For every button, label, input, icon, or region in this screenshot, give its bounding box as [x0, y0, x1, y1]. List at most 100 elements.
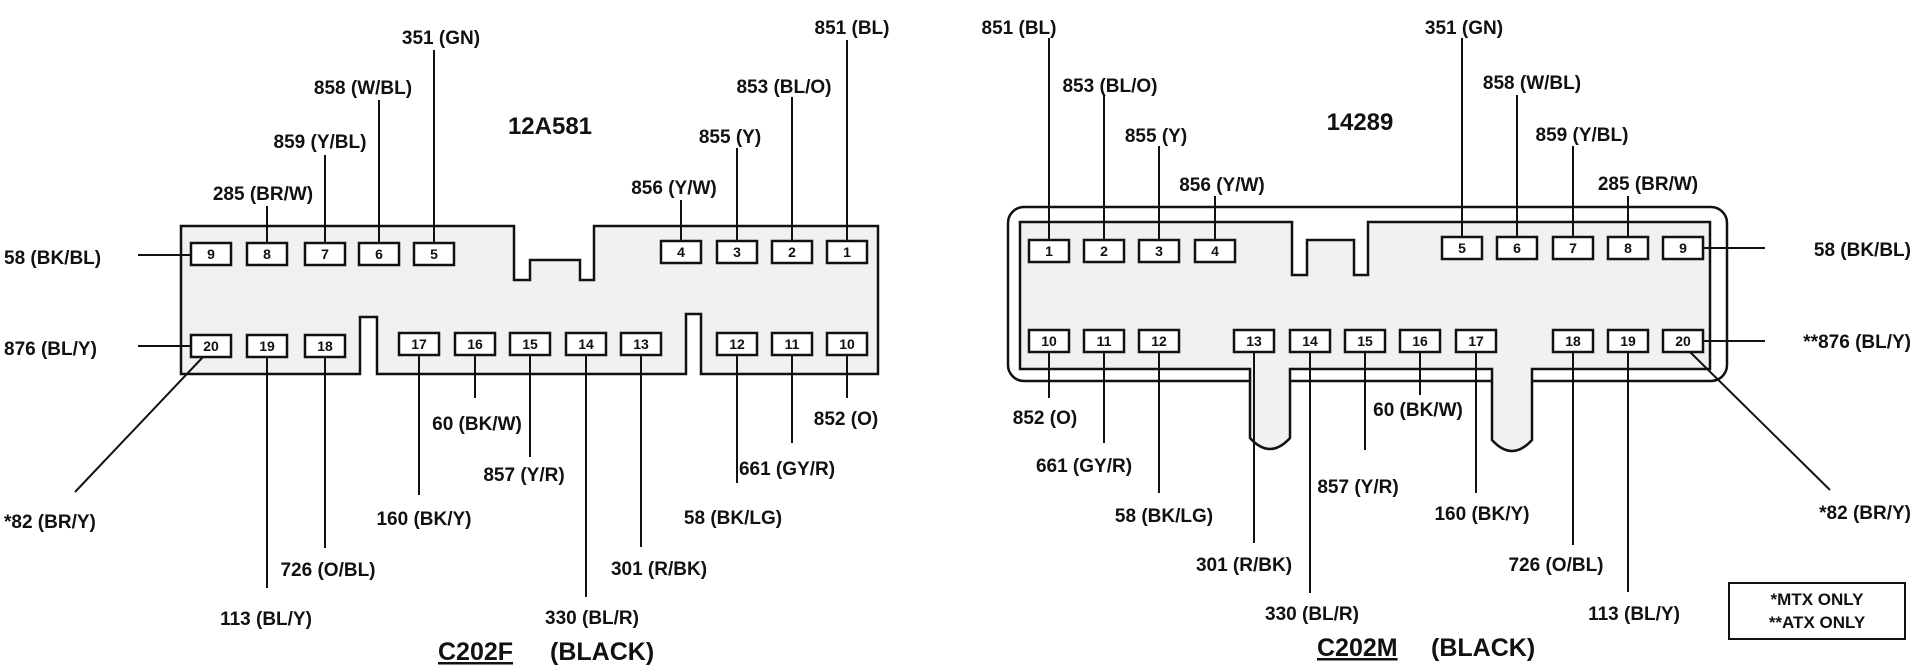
wire-label-18: 726 (O/BL): [280, 560, 375, 581]
pin-20: 20: [1661, 328, 1705, 354]
wire-label-8: 285 (BR/W): [1598, 174, 1698, 195]
svg-text:17: 17: [1468, 333, 1484, 349]
wire-label-3: 855 (Y): [699, 127, 761, 148]
pin-14: 14: [1288, 328, 1332, 354]
svg-text:13: 13: [633, 336, 649, 352]
pin-13: 13: [619, 331, 663, 357]
svg-text:3: 3: [1155, 243, 1163, 259]
svg-text:5: 5: [430, 246, 438, 262]
wire-label-18: 726 (O/BL): [1508, 555, 1603, 576]
wire-label-7: 859 (Y/BL): [274, 132, 367, 153]
svg-text:10: 10: [1041, 333, 1057, 349]
wire-label-19: 113 (BL/Y): [1588, 604, 1680, 625]
wire-label-82: *82 (BR/Y): [1819, 503, 1911, 524]
svg-text:8: 8: [1624, 240, 1632, 256]
leader-lines-right: [1048, 38, 1831, 593]
wire-label-17: 160 (BK/Y): [1434, 504, 1529, 525]
wire-label-16: 60 (BK/W): [1373, 400, 1463, 421]
svg-text:9: 9: [1679, 240, 1687, 256]
wire-label-8: 285 (BR/W): [213, 184, 313, 205]
pin-16: 16: [1398, 328, 1442, 354]
svg-text:17: 17: [411, 336, 427, 352]
wire-label-15: 857 (Y/R): [1317, 477, 1398, 498]
svg-text:4: 4: [1211, 243, 1219, 259]
wire-label-15: 857 (Y/R): [483, 465, 564, 486]
wire-label-14: 330 (BL/R): [545, 608, 639, 629]
svg-text:13: 13: [1246, 333, 1262, 349]
pin-15: 15: [1343, 328, 1387, 354]
leader-lines-left: [74, 40, 848, 597]
svg-text:15: 15: [1357, 333, 1373, 349]
wire-label-4: 856 (Y/W): [631, 178, 717, 199]
wire-label-20: **876 (BL/Y): [1803, 332, 1911, 353]
svg-text:2: 2: [788, 244, 796, 260]
wire-label-10: 852 (O): [814, 409, 878, 430]
svg-text:7: 7: [321, 246, 329, 262]
pin-17: 17: [1454, 328, 1498, 354]
svg-text:11: 11: [785, 336, 800, 352]
pin-18: 18: [303, 333, 347, 359]
wire-label-13: 301 (R/BK): [611, 559, 707, 580]
wire-label-16: 60 (BK/W): [432, 414, 522, 435]
svg-text:16: 16: [467, 336, 483, 352]
pin-10: 10: [825, 331, 869, 357]
svg-text:18: 18: [1565, 333, 1581, 349]
pin-2: 2: [1082, 238, 1126, 264]
pin-11: 11: [770, 331, 814, 357]
svg-text:19: 19: [1620, 333, 1636, 349]
pin-18: 18: [1551, 328, 1595, 354]
svg-text:20: 20: [1675, 333, 1691, 349]
svg-text:14: 14: [1302, 333, 1318, 349]
wire-label-11: 661 (GY/R): [1036, 456, 1132, 477]
pin-17: 17: [397, 331, 441, 357]
svg-text:9: 9: [207, 246, 215, 262]
svg-text:19: 19: [259, 338, 275, 354]
svg-text:8: 8: [263, 246, 271, 262]
wire-label-7: 859 (Y/BL): [1536, 125, 1629, 146]
pin-5: 5: [1440, 235, 1484, 261]
wire-label-11: 661 (GY/R): [739, 459, 835, 480]
wire-label-19: 113 (BL/Y): [220, 609, 312, 630]
pin-1: 1: [1027, 238, 1071, 264]
svg-text:14: 14: [578, 336, 594, 352]
svg-text:1: 1: [1045, 243, 1053, 259]
svg-text:5: 5: [1458, 240, 1466, 256]
wire-label-4: 856 (Y/W): [1179, 175, 1265, 196]
svg-text:4: 4: [677, 244, 685, 260]
pin-7: 7: [303, 241, 347, 267]
wire-label-1: 851 (BL): [815, 18, 890, 39]
pin-11: 11: [1082, 328, 1126, 354]
pin-8: 8: [1606, 235, 1650, 261]
wire-label-17: 160 (BK/Y): [376, 509, 471, 530]
pin-10: 10: [1027, 328, 1071, 354]
wire-label-14: 330 (BL/R): [1265, 604, 1359, 625]
pin-19: 19: [1606, 328, 1650, 354]
wire-label-82: *82 (BR/Y): [4, 512, 96, 533]
svg-text:3: 3: [733, 244, 741, 260]
pin-12: 12: [715, 331, 759, 357]
svg-text:15: 15: [522, 336, 538, 352]
part-number-right: 14289: [1327, 109, 1394, 136]
legend-box: *MTX ONLY **ATX ONLY: [1728, 582, 1906, 640]
connector-color-left: (BLACK): [550, 638, 654, 666]
pin-20: 20: [189, 333, 233, 359]
pin-9: 9: [1661, 235, 1705, 261]
connector-name-right: C202M: [1317, 634, 1398, 662]
svg-text:1: 1: [843, 244, 851, 260]
pin-6: 6: [1495, 235, 1539, 261]
legend-atx: **ATX ONLY: [1769, 613, 1866, 632]
pin-5: 5: [412, 241, 456, 267]
wire-label-3: 855 (Y): [1125, 126, 1187, 147]
pin-6: 6: [357, 241, 401, 267]
svg-text:18: 18: [317, 338, 333, 354]
svg-text:20: 20: [203, 338, 219, 354]
pin-15: 15: [508, 331, 552, 357]
connector-c202f: 9 8 7 6 5 4 3 2 1 20 19 18 17 16 15 14 1…: [4, 18, 889, 666]
pin-2: 2: [770, 239, 814, 265]
wire-label-20: 876 (BL/Y): [4, 339, 97, 360]
wire-label-5: 351 (GN): [1425, 18, 1503, 39]
wire-label-12: 58 (BK/LG): [1115, 506, 1213, 527]
wire-label-5: 351 (GN): [402, 28, 480, 49]
connector-c202m: 1 2 3 4 5 6 7 8 9 10 11 12 13 14 15 16 1…: [982, 18, 1911, 662]
wire-label-10: 852 (O): [1013, 408, 1077, 429]
